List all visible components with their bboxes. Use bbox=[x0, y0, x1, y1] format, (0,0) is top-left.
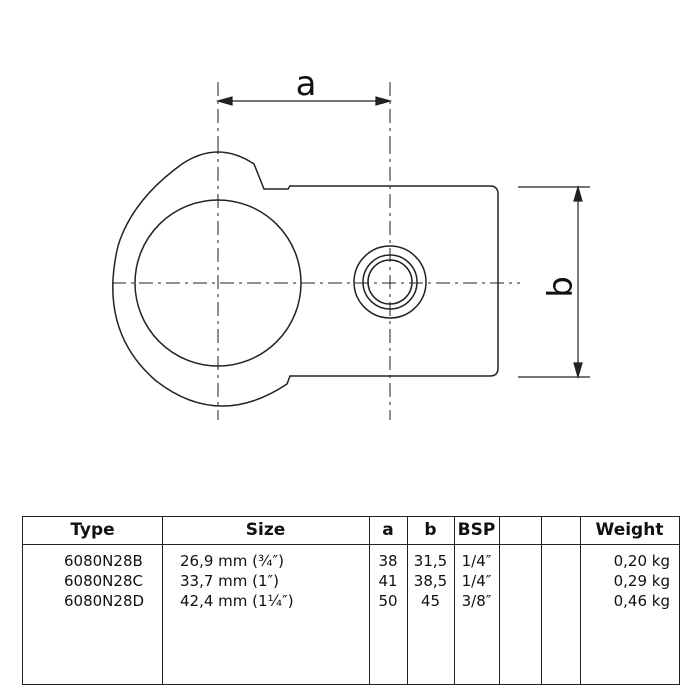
header-type: Type bbox=[70, 520, 115, 540]
cell-size: 26,9 mm (¾″) bbox=[180, 552, 285, 570]
dimension-b bbox=[518, 184, 590, 380]
cell-a: 50 bbox=[378, 592, 398, 610]
cell-size: 42,4 mm (1¼″) bbox=[180, 592, 294, 610]
cell-b: 38,5 bbox=[413, 572, 448, 590]
centre-lines bbox=[112, 82, 520, 420]
dimension-a-label: a bbox=[296, 64, 317, 104]
cell-size: 33,7 mm (1″) bbox=[180, 572, 280, 590]
cell-a: 38 bbox=[378, 552, 398, 570]
fitting-body bbox=[112, 151, 499, 407]
threaded-hole-outer bbox=[353, 245, 427, 319]
cell-weight: 0,29 kg bbox=[613, 572, 670, 590]
cell-b: 45 bbox=[420, 592, 441, 610]
header-size: Size bbox=[245, 520, 286, 540]
dimension-a bbox=[215, 96, 393, 106]
header-a: a bbox=[382, 520, 394, 540]
dimension-b-label: b bbox=[541, 276, 581, 298]
header-divider bbox=[23, 544, 679, 545]
fitting-outline bbox=[112, 151, 499, 407]
cell-bsp: 1/4″ bbox=[461, 572, 492, 590]
header-bsp: BSP bbox=[457, 520, 496, 540]
cell-bsp: 1/4″ bbox=[461, 552, 492, 570]
cell-type: 6080N28B bbox=[64, 552, 143, 570]
cell-weight: 0,20 kg bbox=[613, 552, 670, 570]
header-b: b bbox=[424, 520, 437, 540]
cell-weight: 0,46 kg bbox=[613, 592, 670, 610]
cell-type: 6080N28D bbox=[64, 592, 145, 610]
cell-b: 31,5 bbox=[413, 552, 448, 570]
header-weight: Weight bbox=[595, 520, 664, 540]
cell-type: 6080N28C bbox=[64, 572, 143, 590]
spec-table: Type Size a b BSP Weight 6080N28B 26,9 m… bbox=[22, 516, 680, 685]
cell-bsp: 3/8″ bbox=[461, 592, 492, 610]
cell-a: 41 bbox=[378, 572, 398, 590]
